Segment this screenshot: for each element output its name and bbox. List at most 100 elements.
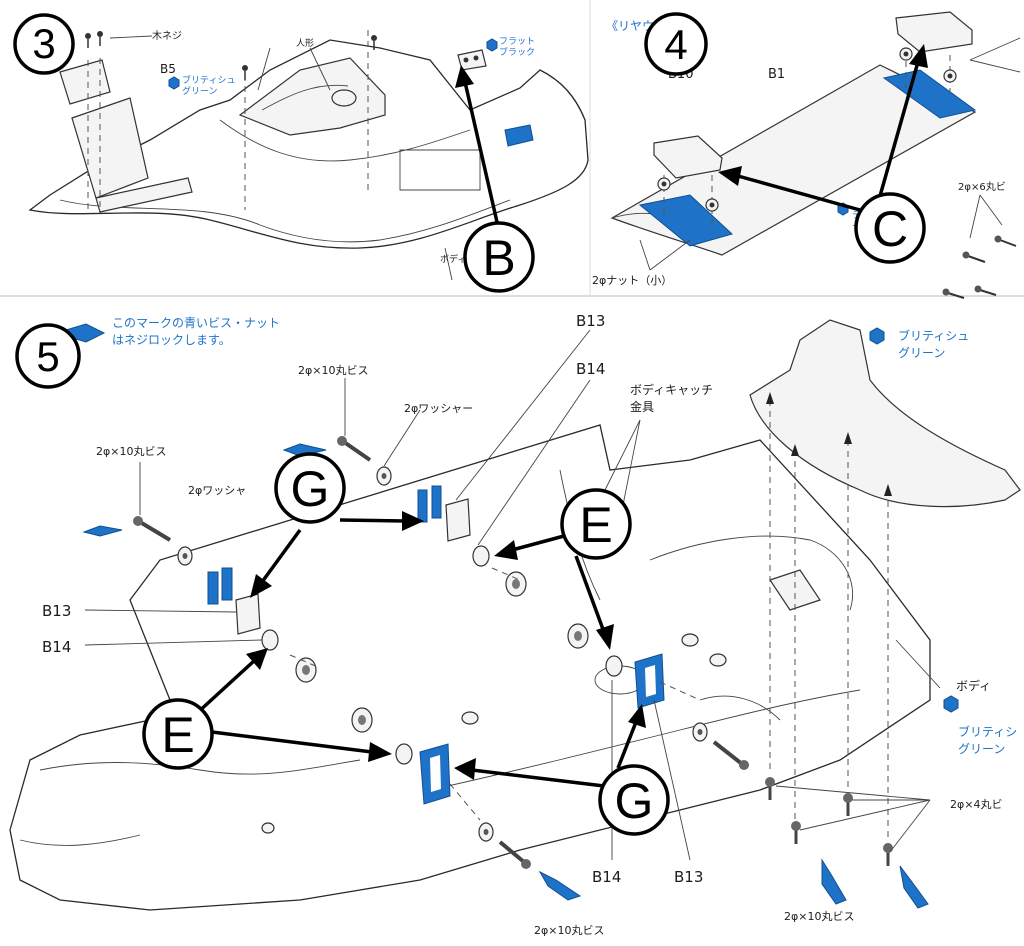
leader-line [477,379,591,546]
body-catch-bracket [207,567,233,605]
leader-line [775,785,931,801]
chassis-contour [39,759,361,775]
arrowhead-icon [455,65,474,88]
doll-label: 人形 [296,37,314,49]
part-label-b1: B1 [768,67,785,82]
leader-line [969,194,981,239]
step-number-circle [13,13,75,75]
body-catch-label: ボディキャッチ金具 [630,382,713,414]
guide-line [491,567,521,581]
screw-10-label: 2φ×10丸ビス [96,445,166,458]
british-green-label: ブリティシュグリーン [182,74,235,97]
arrowhead-icon [596,624,614,650]
leader-line [84,609,237,613]
chassis-contour [649,535,854,611]
screw-10-label: 2φ×10丸ビス [534,924,604,937]
leader-line [599,419,641,501]
chassis-post [709,653,727,667]
callout-label-c: C [872,201,908,257]
flat-black-label: フラットブラック [499,36,535,58]
leader-line [444,247,453,281]
chassis-body-outline [28,39,589,249]
arrowhead-icon [368,742,392,762]
step-number-circle [15,323,81,389]
small-nut-label: 2φナット（小） [592,274,672,287]
chassis-contour [19,834,141,846]
part-label-b5: B5 [160,62,176,76]
washer-label: 2φワッシャ [188,484,246,497]
arrowhead-icon [766,392,892,496]
wing-end-plate-b10 [653,135,723,179]
washer-label: 2φワッシャー [404,402,473,415]
part-label-b14: B14 [42,638,71,656]
nut-icon [295,571,589,733]
guide-line [449,783,481,821]
callout-arrow [616,721,638,769]
callout-arrow [511,534,565,552]
leader-line [309,47,331,91]
chassis-post [461,711,479,725]
screw-lock-mark-icon [65,323,929,909]
screw-icon [85,31,377,80]
leader-line [649,239,691,271]
chassis-contour [699,695,781,721]
leader-line [799,799,931,831]
paint-mark-icon [168,76,180,90]
callout-circle-g [274,452,346,524]
part-label-b13: B13 [674,868,703,886]
arrowhead-icon [909,44,928,68]
british-green-line: グリーン [182,85,218,97]
callout-arrow [339,518,406,523]
callout-circle-e [142,698,214,770]
screw-icon [942,235,1017,299]
post-b13 [445,498,471,542]
paint-mark-icon [943,695,959,713]
body-label: ボディ [956,678,991,693]
wing-end-plate-top [895,11,973,53]
paint-mark-icon [486,38,498,52]
blue-wing-bracket [638,194,733,247]
step-number-4: 4 [664,21,687,68]
step-number-3: 3 [32,20,55,67]
chassis-post [681,633,699,647]
callout-arrow [878,61,920,197]
spacer-e [261,545,623,765]
part-label-b14: B14 [576,360,605,378]
step-5-panel: このマークの青いビス・ナットはネジロックします。 ブリティシュグリーン B13 … [9,312,1021,937]
part-label-b13: B13 [42,602,71,620]
round-screw-label: 2φ×6丸ビ [958,180,1006,193]
mirror-part [457,49,487,71]
callout-circle-e [560,488,632,560]
post-b13 [235,593,261,635]
callout-arrow [211,730,373,754]
step-number-5: 5 [36,333,59,380]
body-label: ボディ [440,253,466,265]
leader-line [383,409,421,467]
british-green-label: ブリティシグリーン [958,724,1017,756]
guide-line [659,681,701,701]
screw-4-label: 2φ×4丸ビ [950,798,1002,811]
british-green-line: ブリティシュ [182,74,235,86]
driver-seat [238,57,386,136]
paint-mark-icon [869,327,885,345]
arrowhead-icon [718,166,742,186]
callout-arrow [737,174,861,212]
part-label-b14: B14 [592,868,621,886]
body-catch-bracket [417,485,442,523]
leader-line [109,35,153,39]
callout-circle-g [598,764,670,836]
arrowhead-icon [402,511,424,531]
wing-top [59,59,111,105]
driver-head [331,89,357,107]
arrowhead-icon [628,704,646,728]
step-4-panel: 《リヤウイング》 B10 B1 ティシューン 2φナット（小） 2φ×6丸ビ 4… [592,11,1021,299]
callout-arrow [260,528,302,584]
arrowhead-icon [250,574,272,598]
callout-arrow [194,658,257,716]
callout-label-e: E [579,497,612,553]
leader-line [969,37,1021,61]
screw-lock-note: このマークの青いビス・ナットはネジロックします。 [112,316,280,347]
body-bracket [769,569,821,611]
